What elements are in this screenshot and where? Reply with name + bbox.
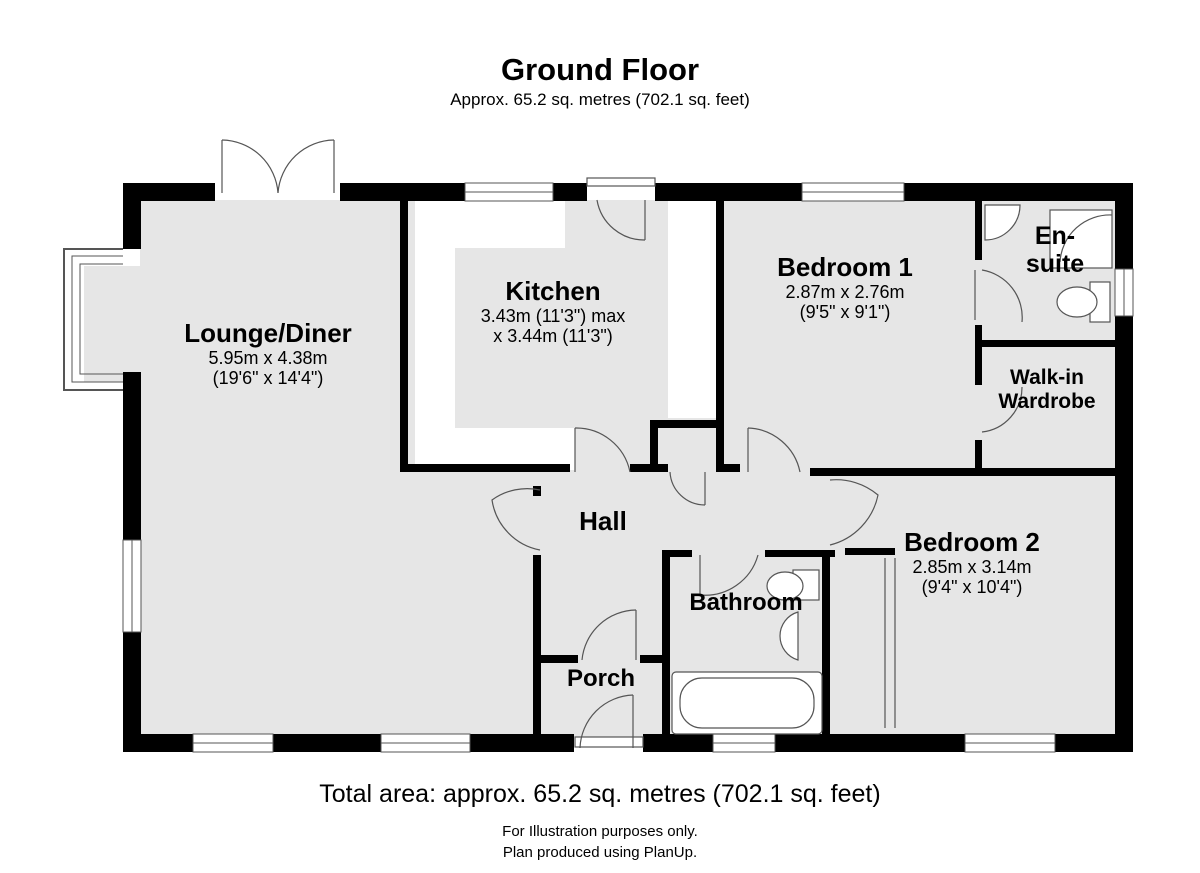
room-dimensions-imperial: x 3.44m (11'3") <box>493 326 613 346</box>
room-walk-in-wardrobe: Walk-in Wardrobe <box>998 366 1095 414</box>
windows <box>63 182 1134 753</box>
room-kitchen: Kitchen 3.43m (11'3") max x 3.44m (11'3"… <box>481 276 626 346</box>
room-lounge-diner: Lounge/Diner 5.95m x 4.38m (19'6" x 14'4… <box>184 318 352 388</box>
room-name-line-1: Walk-in <box>1010 366 1084 389</box>
room-name: Kitchen <box>505 276 601 306</box>
disclaimer-note: For Illustration purposes only. <box>502 823 698 840</box>
door-swings <box>221 139 1023 749</box>
room-dimensions-metric: 5.95m x 4.38m <box>208 348 328 368</box>
room-bathroom: Bathroom <box>689 588 802 618</box>
unfilled-areas <box>415 200 716 470</box>
room-name-line-2: suite <box>1025 250 1085 278</box>
plan-title: Ground Floor <box>500 52 700 87</box>
bathroom-fixtures <box>671 204 1113 735</box>
room-name: Hall <box>579 506 627 536</box>
room-dimensions-metric: 2.87m x 2.76m <box>785 282 905 302</box>
room-en-suite: En- suite <box>1026 222 1084 278</box>
room-dimensions-imperial: (9'4" x 10'4") <box>921 577 1023 597</box>
room-name: Porch <box>566 665 636 692</box>
room-dimensions-imperial: (9'5" x 9'1") <box>799 302 891 322</box>
room-name: Lounge/Diner <box>184 318 352 348</box>
room-bedroom-1: Bedroom 1 2.87m x 2.76m (9'5" x 9'1") <box>777 252 913 322</box>
room-name-line-2: Wardrobe <box>998 390 1096 413</box>
room-name: Bathroom <box>689 589 803 616</box>
room-bedroom-2: Bedroom 2 2.85m x 3.14m (9'4" x 10'4") <box>904 527 1040 597</box>
room-porch: Porch <box>567 664 635 694</box>
room-name: Bedroom 2 <box>904 527 1040 557</box>
total-area: Total area: approx. 65.2 sq. metres (702… <box>319 780 881 808</box>
room-dimensions-metric: 3.43m (11'3") max <box>480 306 626 326</box>
room-dimensions-imperial: (19'6" x 14'4") <box>212 368 324 388</box>
room-name: Bedroom 1 <box>777 252 913 282</box>
room-hall: Hall <box>579 506 627 536</box>
producer-note: Plan produced using PlanUp. <box>502 844 698 861</box>
walls <box>123 183 1133 752</box>
room-name-line-1: En- <box>1034 222 1076 250</box>
plan-subtitle: Approx. 65.2 sq. metres (702.1 sq. feet) <box>450 90 750 109</box>
room-dimensions-metric: 2.85m x 3.14m <box>912 557 1032 577</box>
